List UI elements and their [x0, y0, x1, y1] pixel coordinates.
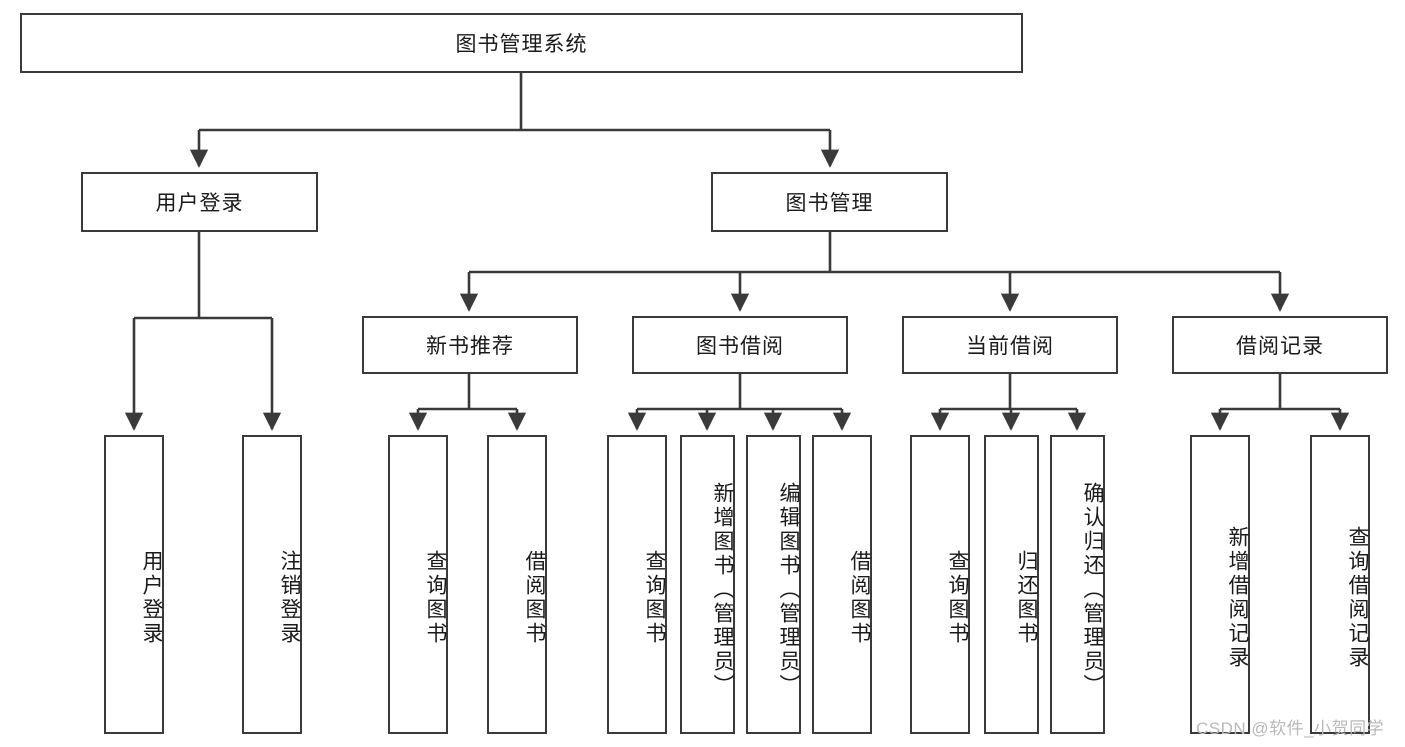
leaf-query-book-borrow[interactable]: 查询图书 [607, 435, 667, 734]
edges-borrow-to-leaves [627, 374, 852, 431]
node-book-borrow[interactable]: 图书借阅 [632, 316, 848, 374]
node-new-book-recommend[interactable]: 新书推荐 [362, 316, 578, 374]
edges-bookmgmt-to-level2 [459, 232, 1290, 312]
node-current-borrow[interactable]: 当前借阅 [902, 316, 1118, 374]
leaf-add-book-admin[interactable]: 新增图书（管理员） [680, 435, 735, 734]
leaf-query-book-current[interactable]: 查询图书 [910, 435, 970, 734]
leaf-confirm-return-admin[interactable]: 确认归还（管理员） [1050, 435, 1105, 734]
node-root[interactable]: 图书管理系统 [20, 13, 1023, 73]
leaf-return-book[interactable]: 归还图书 [984, 435, 1039, 734]
edges-userlogin-to-leaves [124, 232, 282, 431]
edges-newbook-to-leaves [408, 374, 527, 431]
node-borrow-record[interactable]: 借阅记录 [1172, 316, 1388, 374]
leaf-logout[interactable]: 注销登录 [242, 435, 302, 734]
node-book-management[interactable]: 图书管理 [711, 172, 948, 232]
node-user-login[interactable]: 用户登录 [81, 172, 318, 232]
leaf-borrow-book[interactable]: 借阅图书 [812, 435, 872, 734]
edges-root-to-level1 [189, 73, 840, 168]
leaf-query-borrow-record[interactable]: 查询借阅记录 [1310, 435, 1370, 734]
leaf-user-login[interactable]: 用户登录 [104, 435, 164, 734]
leaf-query-book-recommend[interactable]: 查询图书 [388, 435, 448, 734]
edges-current-to-leaves [930, 374, 1087, 431]
leaf-borrow-book-recommend[interactable]: 借阅图书 [487, 435, 547, 734]
csdn-watermark: CSDN @软件_小贺同学 [1196, 719, 1385, 738]
leaf-edit-book-admin[interactable]: 编辑图书（管理员） [746, 435, 801, 734]
edges-record-to-leaves [1210, 374, 1350, 431]
leaf-add-borrow-record[interactable]: 新增借阅记录 [1190, 435, 1250, 734]
